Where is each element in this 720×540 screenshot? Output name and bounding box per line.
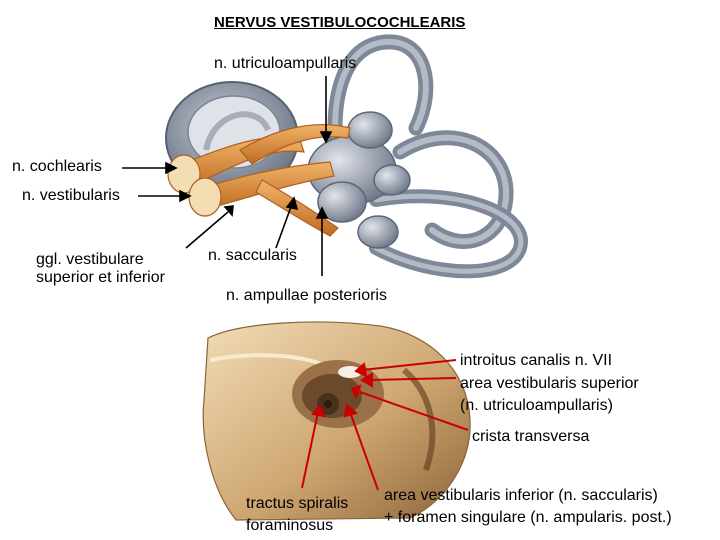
label-area-superior-line2: (n. utriculoampullaris) [460, 397, 613, 414]
pointer-utriculoampullaris [319, 76, 333, 144]
label-vestibularis: n. vestibularis [22, 187, 120, 204]
pointer-ggl-vestibulare [185, 205, 234, 249]
label-introitus: introitus canalis n. VII [460, 352, 613, 369]
label-tractus-line2: foraminosus [246, 517, 334, 534]
label-tractus-line1: tractus spiralis [246, 495, 349, 512]
pointer-area-vestibularis-inferior [343, 403, 379, 491]
label-utriculoampullaris: n. utriculoampullaris [214, 55, 357, 72]
label-cochlearis: n. cochlearis [12, 158, 102, 175]
label-area-inferior-line2: + foramen singulare (n. ampularis. post.… [384, 509, 672, 526]
pointer-cochlearis [122, 161, 178, 175]
upper-pointers [122, 76, 333, 276]
label-area-inferior-line1: area vestibularis inferior (n. sacculari… [384, 487, 658, 504]
lower-pointers [301, 359, 469, 491]
pointer-introitus [354, 359, 457, 378]
pointer-area-vestibularis-superior [360, 372, 457, 388]
figure-title: NERVUS VESTIBULOCOCHLEARIS [214, 14, 466, 31]
semicircular-canals-drawing [327, 34, 528, 279]
pointer-ampullae-posterioris [315, 206, 329, 276]
pointer-tractus-spiralis [301, 404, 326, 489]
pointer-saccularis [275, 196, 299, 249]
label-crista-transversa: crista transversa [472, 428, 590, 445]
label-ggl-line1: ggl. vestibulare [36, 251, 144, 268]
pointer-vestibularis [138, 189, 192, 203]
label-saccularis: n. saccularis [208, 247, 297, 264]
label-area-superior-line1: area vestibularis superior [460, 375, 639, 392]
label-ampullae-posterioris: n. ampullae posterioris [226, 287, 387, 304]
vestibule-drawing [307, 111, 411, 249]
labyrinth-illustration [165, 34, 528, 279]
pointer-crista-transversa [350, 384, 469, 431]
label-ggl-line2: superior et inferior [36, 269, 165, 286]
